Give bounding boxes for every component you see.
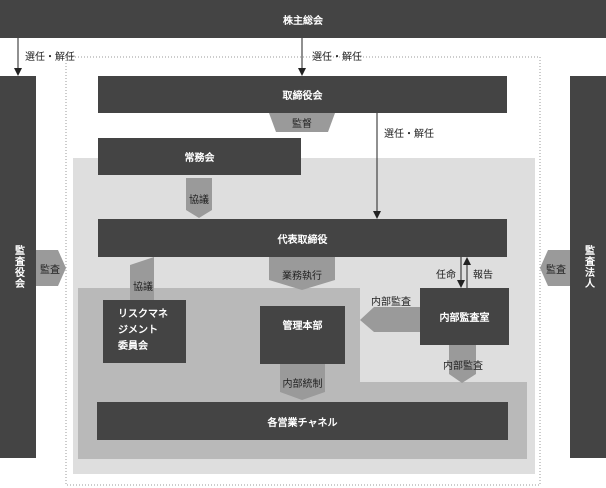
shareholders-meeting-box: 株主総会 (0, 0, 606, 38)
shareholders-meeting-label: 株主総会 (283, 15, 323, 27)
internal-audit-label-1: 内部監査 (371, 296, 411, 308)
admin-hq-box: 管理本部 (260, 306, 345, 364)
business-execution-connector (269, 257, 335, 290)
report-arrowhead (463, 257, 471, 265)
supervision-label: 監督 (292, 118, 312, 130)
consult-connector-2 (130, 257, 154, 300)
audit-label-left: 監査 (40, 264, 60, 276)
dotted-frame (65, 56, 541, 486)
internal-audit-arrow-2 (449, 345, 476, 383)
risk-committee-line-3: 委員会 (118, 341, 148, 352)
audit-board-label: 監査役会 (12, 245, 24, 289)
elect-dismiss-label-rep: 選任・解任 (384, 129, 434, 140)
elect-arrowhead-rep (373, 211, 381, 219)
board-of-directors-label: 取締役会 (282, 91, 323, 102)
internal-control-connector (280, 364, 325, 400)
risk-management-committee-box: リスクマネ ジメント 委員会 (103, 300, 186, 363)
consult-label-1: 協議 (189, 194, 209, 206)
appoint-label: 任命 (436, 270, 456, 281)
representative-director-label: 代表取締役 (277, 234, 328, 246)
consult-connector-1 (186, 178, 212, 218)
business-execution-label: 業務執行 (282, 270, 322, 282)
audit-right-connector (540, 250, 570, 286)
executive-committee-box: 常務会 (98, 138, 301, 175)
internal-audit-arrow-1 (360, 307, 420, 332)
representative-director-box: 代表取締役 (98, 219, 507, 257)
audit-label-right: 監査 (546, 264, 566, 276)
audit-board-box: 監査役会 (0, 76, 36, 458)
risk-committee-line-2: ジメント (118, 325, 158, 336)
audit-left-connector (36, 250, 66, 286)
elect-dismiss-label-top: 選任・解任 (312, 52, 362, 63)
internal-control-label: 内部統制 (282, 378, 323, 390)
risk-committee-line-1: リスクマネ (118, 309, 168, 320)
appoint-arrowhead (457, 280, 465, 288)
consult-label-2: 協議 (133, 281, 153, 293)
elect-dismiss-label-left: 選任・解任 (25, 52, 75, 63)
audit-firm-box: 監査法人 (570, 76, 606, 458)
executive-committee-label: 常務会 (184, 153, 215, 164)
sales-channels-label: 各営業チャネル (267, 417, 338, 429)
internal-audit-label-2: 内部監査 (443, 360, 483, 372)
sales-channels-box: 各営業チャネル (97, 402, 508, 440)
elect-arrowhead-top (298, 68, 306, 76)
supervision-connector (269, 113, 335, 132)
internal-audit-office-box: 内部監査室 (420, 288, 509, 345)
elect-arrowhead-left (14, 68, 22, 76)
board-of-directors-box: 取締役会 (98, 76, 507, 113)
report-label: 報告 (473, 270, 493, 281)
audit-firm-label: 監査法人 (582, 245, 594, 289)
internal-audit-office-label: 内部監査室 (439, 313, 490, 324)
admin-hq-label: 管理本部 (282, 321, 323, 332)
